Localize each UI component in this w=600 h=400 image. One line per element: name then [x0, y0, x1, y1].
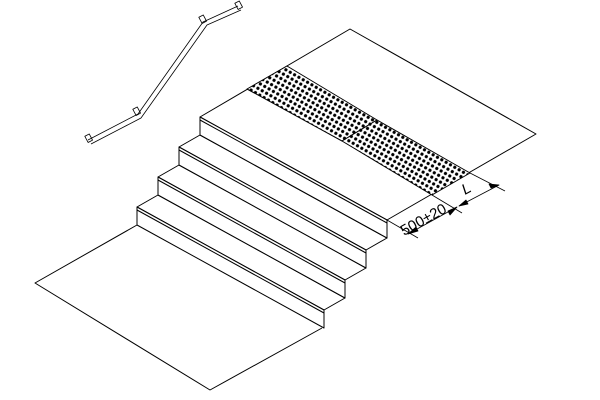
stair-steps — [136, 116, 388, 329]
step-nosing — [136, 209, 325, 314]
step-riser — [157, 176, 346, 299]
step-riser — [199, 116, 388, 239]
step-nosing — [178, 149, 367, 254]
dimension-lines — [386, 172, 506, 239]
lower-floor — [34, 224, 323, 391]
handrail — [84, 0, 243, 145]
dimension-L-label: L — [459, 180, 475, 199]
step-riser — [136, 206, 325, 329]
step-nosing — [157, 179, 346, 284]
step-riser — [178, 146, 367, 269]
step-nosing — [199, 119, 388, 224]
